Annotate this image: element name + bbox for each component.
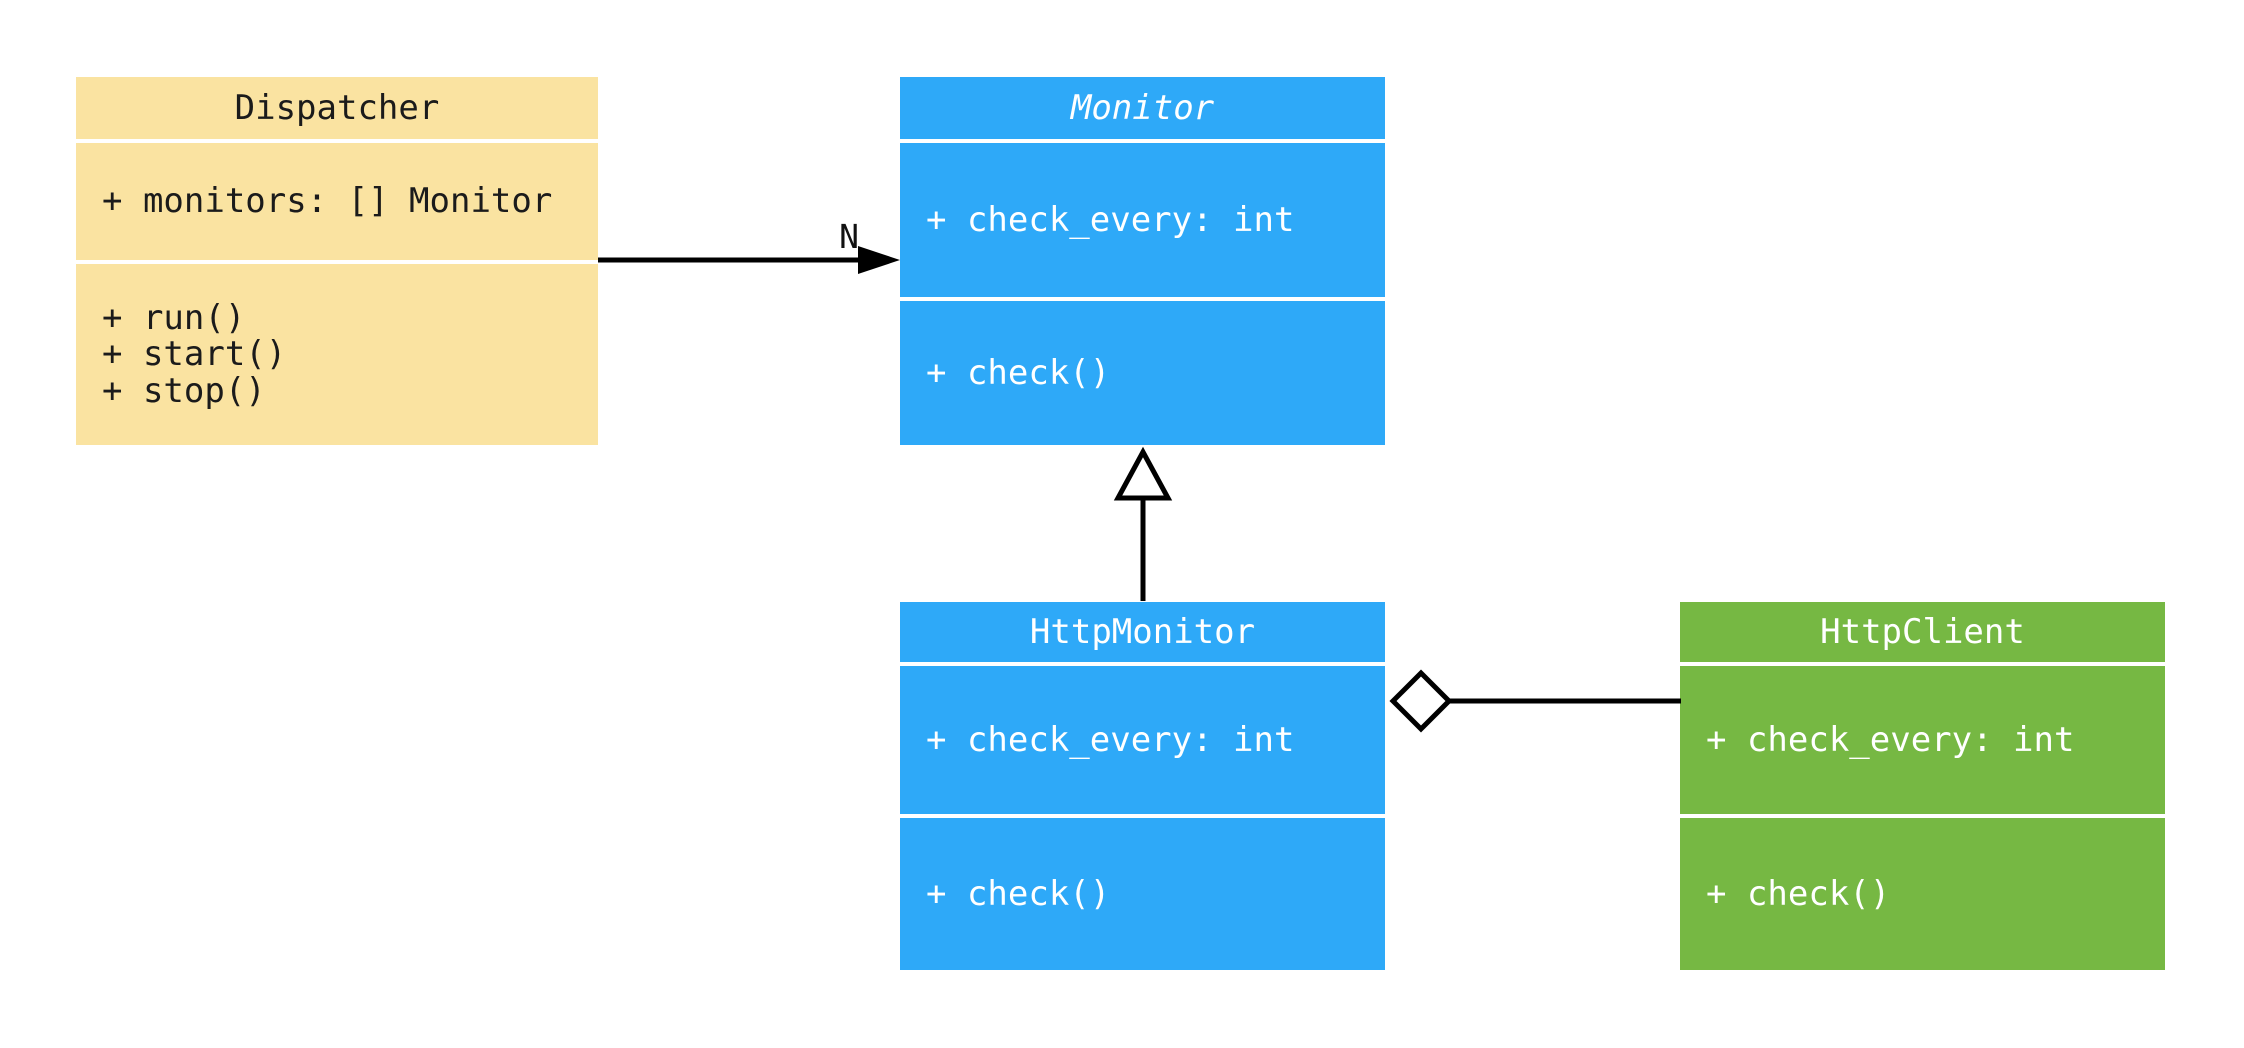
class-monitor: Monitor + check_every: int + check() xyxy=(900,77,1385,445)
class-httpclient: HttpClient + check_every: int + check() xyxy=(1680,602,2165,970)
method: + check() xyxy=(926,352,1111,393)
method: + run() xyxy=(102,297,246,338)
class-name: Monitor xyxy=(1070,88,1215,128)
association-multiplicity-label: N xyxy=(839,217,859,256)
method: + check() xyxy=(926,873,1111,914)
class-dispatcher: Dispatcher + monitors: [] Monitor + run(… xyxy=(76,77,598,445)
class-name: HttpMonitor xyxy=(1029,612,1256,652)
class-httpclient-methods: + check() xyxy=(1680,818,2165,970)
class-name: HttpClient xyxy=(1820,612,2025,652)
attribute: + check_every: int xyxy=(926,199,1295,240)
class-monitor-methods: + check() xyxy=(900,301,1385,445)
class-httpmonitor-methods: + check() xyxy=(900,818,1385,970)
method: + check() xyxy=(1706,873,1891,914)
class-httpclient-attributes: + check_every: int xyxy=(1680,666,2165,814)
class-dispatcher-attributes: + monitors: [] Monitor xyxy=(76,143,598,260)
class-dispatcher-title: Dispatcher xyxy=(76,77,598,139)
method: + start() xyxy=(102,334,287,375)
class-monitor-attributes: + check_every: int xyxy=(900,143,1385,297)
inheritance-triangle-icon xyxy=(1113,446,1173,501)
attribute: + check_every: int xyxy=(926,719,1295,760)
attribute: + monitors: [] Monitor xyxy=(102,181,553,222)
class-dispatcher-methods: + run() + start() + stop() xyxy=(76,264,598,445)
association-arrowhead-icon xyxy=(858,246,900,274)
class-name: Dispatcher xyxy=(234,88,440,128)
class-monitor-title: Monitor xyxy=(900,77,1385,139)
method: + stop() xyxy=(102,370,266,411)
class-httpclient-title: HttpClient xyxy=(1680,602,2165,662)
class-httpmonitor: HttpMonitor + check_every: int + check() xyxy=(900,602,1385,970)
attribute: + check_every: int xyxy=(1706,719,2075,760)
class-httpmonitor-title: HttpMonitor xyxy=(900,602,1385,662)
class-httpmonitor-attributes: + check_every: int xyxy=(900,666,1385,814)
aggregation-diamond-icon xyxy=(1389,669,1453,733)
